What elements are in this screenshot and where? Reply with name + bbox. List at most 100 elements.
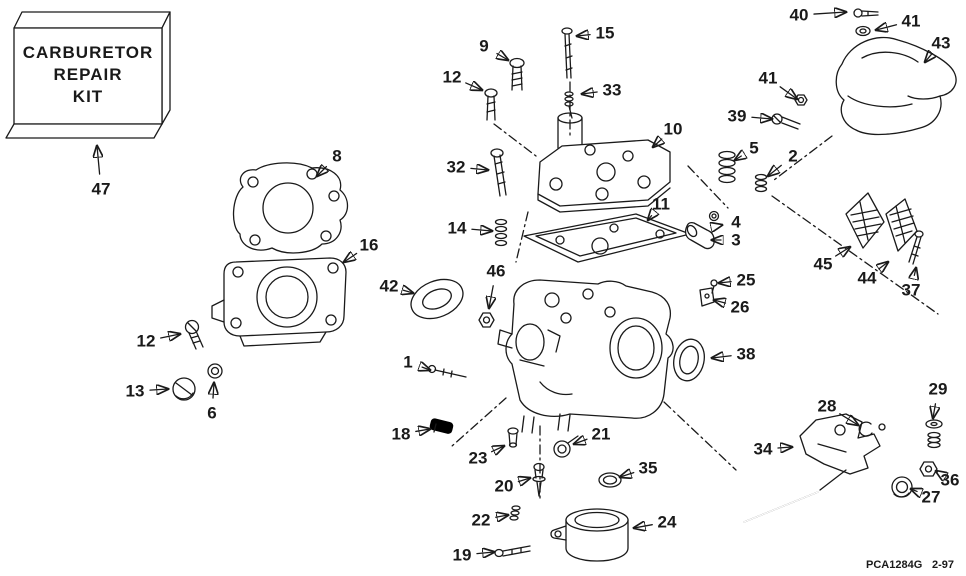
callout-number: 46 — [487, 262, 506, 281]
part-40-screw — [853, 8, 879, 18]
callout-number: 42 — [380, 277, 399, 296]
part-28-clip — [858, 421, 886, 437]
kit-box-line-2: REPAIR — [54, 65, 123, 84]
callout-number: 43 — [932, 34, 951, 53]
footer-revision: 2-97 — [932, 559, 954, 571]
part-6-oring — [207, 363, 223, 379]
callout-number: 37 — [902, 281, 921, 300]
footer-part-code: PCA1284G — [866, 559, 922, 571]
callout-number: 6 — [207, 404, 216, 423]
callout-number: 19 — [453, 546, 472, 565]
part-1-needle — [427, 364, 467, 378]
callout-1: 1 — [403, 353, 430, 372]
callout-number: 5 — [749, 139, 758, 158]
callout-42: 42 — [380, 277, 413, 296]
part-23-jet — [507, 427, 519, 448]
callout-number: 2 — [788, 147, 797, 166]
callout-12: 12 — [137, 332, 180, 351]
callout-3: 3 — [712, 231, 741, 250]
part-41-washer — [855, 25, 871, 37]
callout-number: 35 — [639, 459, 658, 478]
callout-40: 40 — [790, 6, 846, 25]
callout-number: 39 — [728, 107, 747, 126]
callout-number: 29 — [929, 380, 948, 399]
callout-47: 47 — [92, 146, 110, 199]
part-36-nut — [919, 461, 938, 477]
callout-number: 3 — [731, 231, 740, 250]
callout-number: 45 — [814, 255, 833, 274]
callout-12: 12 — [443, 68, 482, 91]
callout-26: 26 — [714, 298, 749, 317]
callout-45: 45 — [814, 247, 850, 274]
callout-number: 15 — [596, 24, 615, 43]
callout-number: 33 — [603, 81, 622, 100]
part-11-gasket — [523, 213, 691, 263]
part-14-spring — [494, 218, 508, 247]
callout-28: 28 — [818, 397, 858, 426]
callout-22: 22 — [472, 511, 508, 530]
part-9-screw — [509, 57, 525, 91]
part-20-needle-valve — [532, 462, 546, 497]
callout-number: 22 — [472, 511, 491, 530]
callout-number: 21 — [592, 425, 611, 444]
callout-number: 16 — [360, 236, 379, 255]
callout-number: 44 — [858, 269, 877, 288]
repair-kit-box: CARBURETOR REPAIR KIT — [5, 11, 171, 139]
part-10-cover — [537, 112, 671, 213]
callout-2: 2 — [768, 147, 798, 177]
part-39-screw — [771, 113, 801, 130]
callout-18: 18 — [392, 425, 430, 444]
callout-16: 16 — [344, 236, 378, 263]
callout-29: 29 — [929, 380, 948, 419]
callout-35: 35 — [620, 459, 657, 478]
callout-number: 38 — [737, 345, 756, 364]
callout-number: 11 — [652, 195, 670, 214]
part-16-adapter — [211, 257, 347, 347]
part-32-screw — [490, 148, 507, 197]
callout-number: 10 — [664, 120, 683, 139]
callout-number: 9 — [479, 37, 488, 56]
part-2-spring — [754, 173, 768, 193]
callout-36: 36 — [936, 471, 959, 490]
part-41-nut — [794, 94, 808, 106]
callout-number: 40 — [790, 6, 809, 25]
callout-21: 21 — [574, 425, 610, 445]
callout-10: 10 — [653, 120, 682, 148]
callout-number: 32 — [447, 158, 466, 177]
callout-number: 23 — [469, 449, 488, 468]
callout-8: 8 — [317, 147, 342, 177]
callout-number: 27 — [922, 488, 941, 507]
callout-number: 34 — [754, 440, 773, 459]
part-21-needle-seat — [553, 435, 579, 458]
callout-number: 8 — [332, 147, 341, 166]
part-5-spring — [718, 150, 736, 184]
part-33-needle-spring — [564, 91, 574, 119]
part-19-screw — [494, 545, 531, 558]
callout-24: 24 — [634, 513, 677, 532]
part-44-plate — [885, 198, 918, 252]
callout-number: 20 — [495, 477, 514, 496]
part-29-washer-spring — [925, 419, 943, 449]
callout-number: 36 — [941, 471, 960, 490]
part-26-clip — [699, 287, 715, 307]
part-18-pin — [429, 418, 454, 434]
part-15-screw — [561, 27, 573, 79]
part-24-float-cup — [550, 508, 629, 562]
part-13-plug — [172, 377, 196, 401]
callout-27: 27 — [911, 488, 940, 507]
part-46-nut — [478, 312, 495, 328]
callout-number: 41 — [902, 12, 921, 31]
callout-44: 44 — [858, 262, 888, 288]
callout-37: 37 — [902, 268, 921, 300]
callout-number: 26 — [731, 298, 750, 317]
part-carburetor-body — [497, 279, 674, 434]
alignment-lines — [451, 81, 939, 501]
callout-number: 25 — [737, 271, 756, 290]
part-22-spring — [509, 505, 521, 521]
callout-6: 6 — [207, 383, 216, 423]
callout-34: 34 — [754, 440, 792, 459]
part-45-plate — [845, 192, 885, 249]
callout-23: 23 — [469, 446, 504, 468]
